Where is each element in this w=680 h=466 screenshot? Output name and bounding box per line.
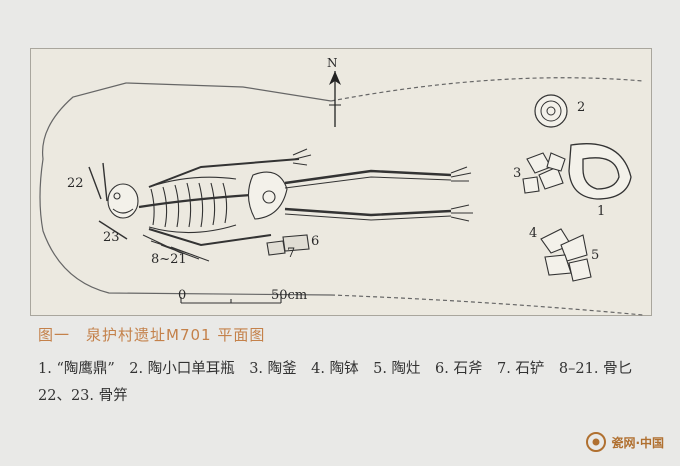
artifact-4-5-sherds [540,228,592,282]
label-7: 7 [287,246,296,261]
artifact-2-bottle [534,94,568,128]
figure-caption-legend: 1. “陶鹰鼎” 2. 陶小口单耳瓶 3. 陶釜 4. 陶钵 5. 陶灶 6. … [38,361,647,404]
tomb-outline-solid [39,82,332,296]
north-label: N [327,56,338,70]
watermark-text: 瓷网·中国 [611,435,664,450]
scale-bar [180,297,282,304]
tomb-outline-dashed [330,77,644,316]
label-3: 3 [513,166,522,181]
label-5: 5 [591,248,600,263]
label-4: 4 [529,226,538,241]
scale-zero-label: 0 [178,288,187,303]
watermark: 瓷网·中国 [585,428,664,456]
watermark-logo-icon [586,432,607,452]
north-arrow [329,71,341,127]
artifact-3-sherds [522,152,566,194]
figure-caption-title: 图一 泉护村遗址M701 平面图 [38,326,266,344]
figure-panel: N 0 50cm 1 2 3 4 5 6 7 8~21 22 23 [30,48,652,316]
label-2: 2 [577,100,586,115]
tomb-plan-drawing [39,71,644,316]
skeleton [88,148,473,262]
scale-end-label: 50cm [271,288,308,303]
label-23: 23 [103,230,120,245]
label-8-21: 8~21 [151,252,187,267]
label-1: 1 [597,204,606,219]
artifact-1-tripod [568,143,632,200]
label-22: 22 [67,176,84,191]
label-6: 6 [311,234,320,249]
